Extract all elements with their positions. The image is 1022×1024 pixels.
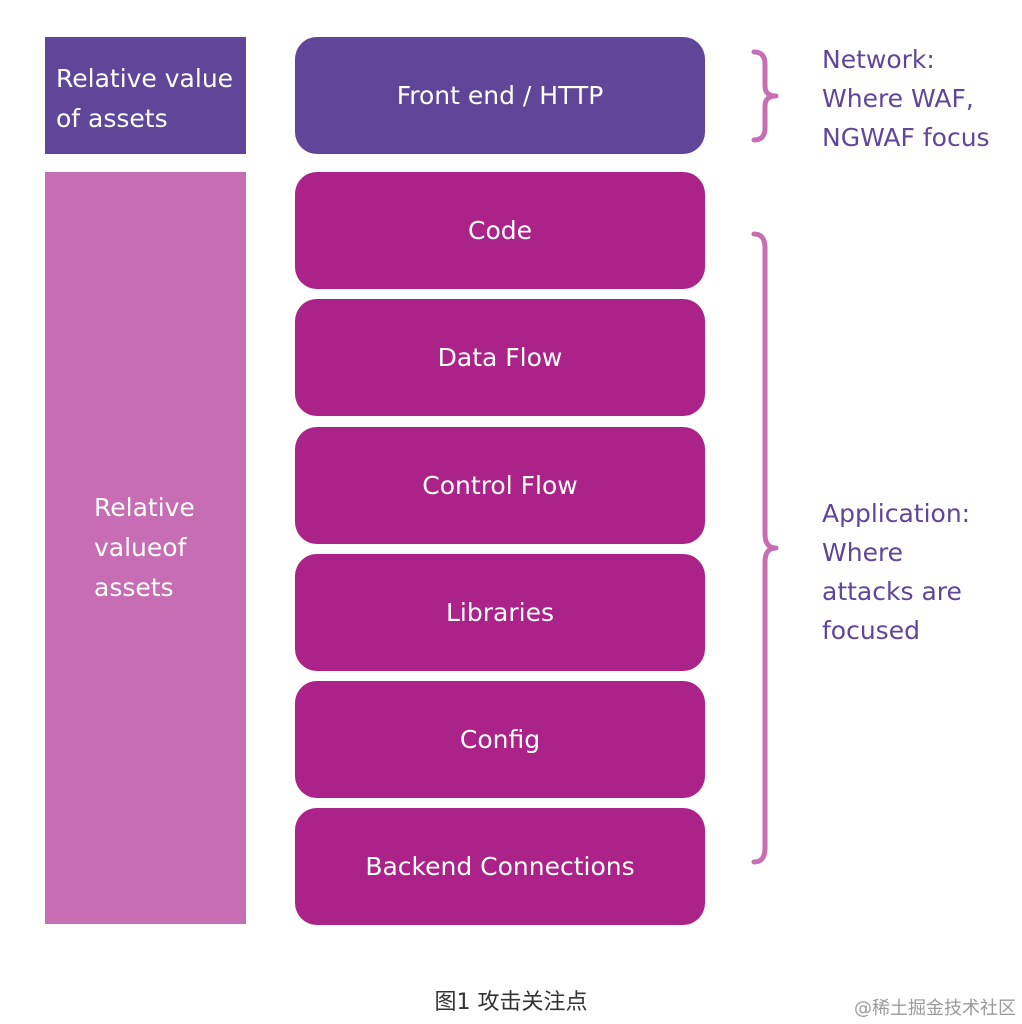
application-annotation-line-2: Where	[822, 538, 904, 567]
network-panel-line-2: of assets	[56, 104, 168, 133]
network-annotation-line-2: Where WAF,	[822, 84, 974, 113]
application-panel-line-2: valueof	[94, 533, 187, 562]
application-panel-line-1: Relative	[94, 493, 195, 522]
layer-control-flow: Control Flow	[295, 427, 705, 544]
network-panel-line-1: Relative value	[56, 64, 234, 93]
application-annotation-line-4: focused	[822, 616, 920, 645]
network-brace	[751, 49, 779, 143]
network-annotation-line-3: NGWAF focus	[822, 123, 990, 152]
layer-libraries: Libraries	[295, 554, 705, 671]
layer-backend-connections: Backend Connections	[295, 808, 705, 925]
application-annotation-line-3: attacks are	[822, 577, 962, 606]
network-annotation-line-1: Network:	[822, 45, 935, 74]
application-annotation-line-1: Application:	[822, 499, 971, 528]
layer-data-flow: Data Flow	[295, 299, 705, 416]
network-relative-value-panel: Relative value of assets	[45, 37, 246, 154]
figure-caption: 图1 攻击关注点	[434, 990, 588, 1015]
watermark: @稀土掘金技术社区	[854, 998, 1016, 1019]
application-brace	[751, 231, 779, 865]
layer-code: Code	[295, 172, 705, 289]
application-panel-line-3: assets	[94, 573, 174, 602]
layer-front-end-http: Front end / HTTP	[295, 37, 705, 154]
layer-config: Config	[295, 681, 705, 798]
application-annotation: Application: Where attacks are focused	[822, 494, 970, 650]
network-annotation: Network: Where WAF, NGWAF focus	[822, 40, 990, 157]
application-relative-value-panel: Relative valueof assets	[45, 172, 246, 924]
